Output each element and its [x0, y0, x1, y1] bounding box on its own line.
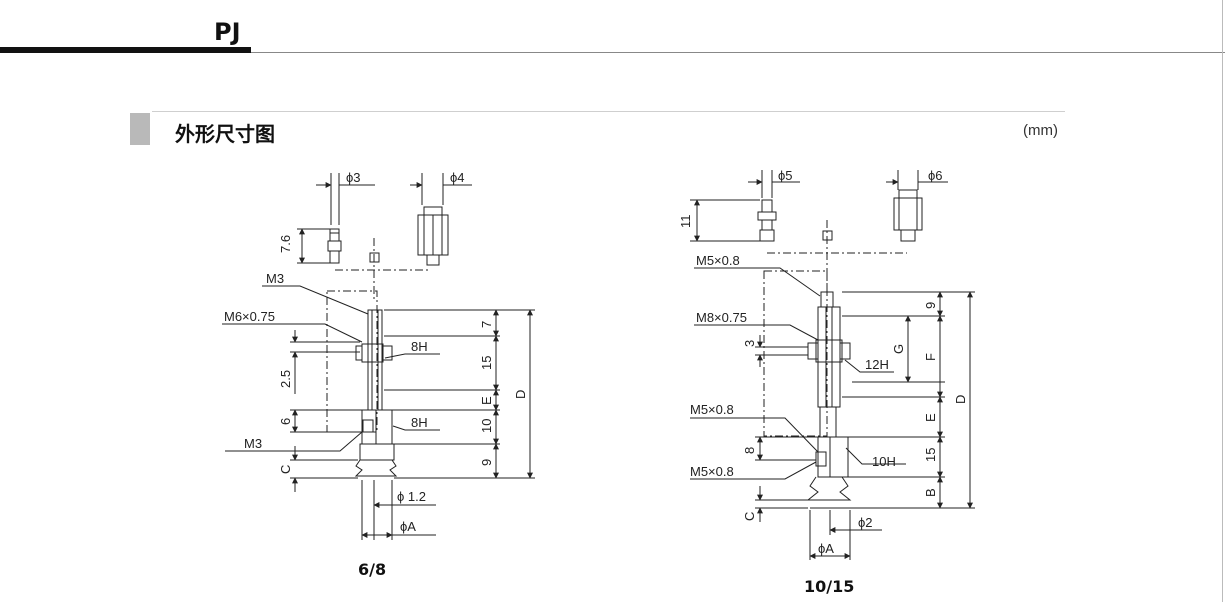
page-edge — [1222, 0, 1223, 602]
label-8h-top: 8H — [411, 339, 428, 354]
page-title: PJ — [214, 18, 241, 46]
label-9: 9 — [479, 459, 494, 466]
label-phiA-right: ϕA — [818, 541, 834, 556]
label-12h: 12H — [865, 357, 889, 372]
fitting-phi4 — [417, 206, 449, 266]
label-d: D — [513, 390, 528, 399]
label-c-right: C — [742, 512, 757, 521]
label-phi3: ϕ3 — [346, 170, 361, 185]
label-c: C — [278, 465, 293, 474]
labels-right: ϕ5 ϕ6 11 M5×0.8 M8×0.75 3 12H M5×0.8 8 M… — [678, 168, 968, 556]
label-11: 11 — [678, 215, 693, 229]
section-divider — [152, 111, 1065, 112]
label-m8: M8×0.75 — [696, 310, 747, 325]
section-title: 外形尺寸图 — [175, 122, 275, 146]
label-10: 10 — [479, 419, 494, 433]
label-m3-bottom: M3 — [244, 436, 262, 451]
section-marker — [130, 113, 150, 145]
unit-label: (mm) — [1023, 122, 1058, 139]
label-e: E — [479, 396, 494, 405]
label-8: 8 — [742, 447, 757, 454]
label-f: F — [923, 353, 938, 361]
label-b: B — [923, 488, 938, 497]
label-7: 7 — [479, 321, 494, 328]
label-phi6: ϕ6 — [928, 168, 943, 183]
label-7-6: 7.6 — [278, 235, 293, 253]
label-m5-bottom: M5×0.8 — [690, 464, 734, 479]
label-15-right: 15 — [923, 448, 938, 462]
label-e-right: E — [923, 413, 938, 422]
header-divider — [251, 52, 1225, 53]
label-d-right: D — [953, 395, 968, 404]
label-9-right: 9 — [923, 302, 938, 309]
fitting-phi3 — [327, 228, 342, 264]
label-m6: M6×0.75 — [224, 309, 275, 324]
pad-body-left — [354, 309, 398, 477]
label-g: G — [891, 344, 906, 354]
label-6: 6 — [278, 418, 293, 425]
label-2-5: 2.5 — [278, 370, 293, 388]
label-m5-mid: M5×0.8 — [690, 402, 734, 417]
label-phi-1-2: ϕ 1.2 — [397, 489, 426, 504]
label-phi2: ϕ2 — [858, 515, 873, 530]
label-phi4: ϕ4 — [450, 170, 465, 185]
label-phi5: ϕ5 — [778, 168, 793, 183]
label-phiA: ϕA — [400, 519, 416, 534]
drawing-left — [222, 173, 535, 540]
label-15: 15 — [479, 356, 494, 370]
label-m5-top: M5×0.8 — [696, 253, 740, 268]
header-bar — [0, 47, 251, 53]
label-m3-top: M3 — [266, 271, 284, 286]
fitting-phi5 — [757, 199, 777, 242]
label-10h: 10H — [872, 454, 896, 469]
drawing-right — [690, 170, 975, 560]
label-3: 3 — [742, 340, 757, 347]
caption-left: 6/8 — [358, 560, 387, 579]
caption-right: 10/15 — [804, 577, 855, 596]
pad-body-right — [806, 291, 852, 501]
labels-left: ϕ3 ϕ4 7.6 M3 M6×0.75 8H 2.5 6 M3 8H C 7 … — [224, 170, 528, 534]
fitting-phi6 — [893, 189, 923, 242]
label-8h-bottom: 8H — [411, 415, 428, 430]
